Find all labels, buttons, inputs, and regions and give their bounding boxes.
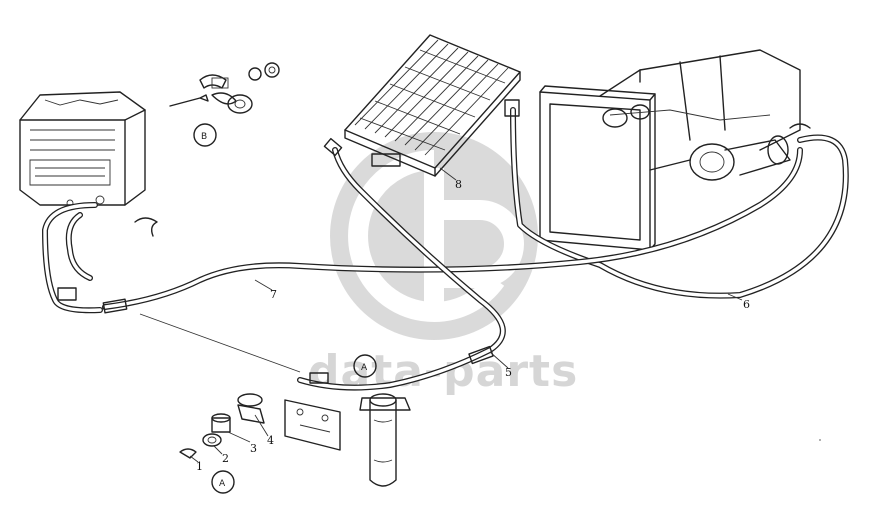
callout-4: 4 — [267, 434, 274, 447]
reference-circle-a-bottom: A — [211, 470, 235, 494]
receiver-drier — [359, 393, 411, 487]
radiator — [539, 85, 656, 251]
callout-2: 2 — [222, 452, 229, 465]
callout-6: 6 — [743, 298, 750, 311]
evaporator-unit — [19, 91, 146, 207]
reference-circle-b: B — [193, 123, 217, 147]
svg-text:B: B — [201, 132, 207, 142]
fastener-set-bottom — [179, 393, 265, 459]
callout-leaders — [189, 167, 743, 463]
engine-block — [599, 49, 801, 151]
leader-line — [139, 313, 301, 373]
compressor — [649, 123, 811, 181]
watermark-logo — [330, 132, 538, 340]
evaporator-lines — [42, 202, 103, 314]
hose-6 — [510, 107, 849, 299]
hose-7 — [102, 147, 803, 310]
hose-5 — [297, 147, 506, 391]
callout-3: 3 — [250, 442, 257, 455]
callout-8: 8 — [455, 178, 462, 191]
callout-7: 7 — [270, 288, 277, 301]
svg-text:A: A — [361, 363, 368, 373]
callout-5: 5 — [505, 366, 512, 379]
speck — [819, 439, 821, 441]
condenser-core — [344, 34, 521, 177]
fastener-set-top — [169, 62, 280, 114]
callout-1: 1 — [196, 460, 203, 473]
hose-fittings — [57, 99, 520, 384]
svg-text:A: A — [219, 479, 226, 489]
reference-circle-a-middle: A — [353, 354, 377, 378]
drier-bracket — [284, 399, 341, 451]
hose-clip — [134, 217, 158, 237]
